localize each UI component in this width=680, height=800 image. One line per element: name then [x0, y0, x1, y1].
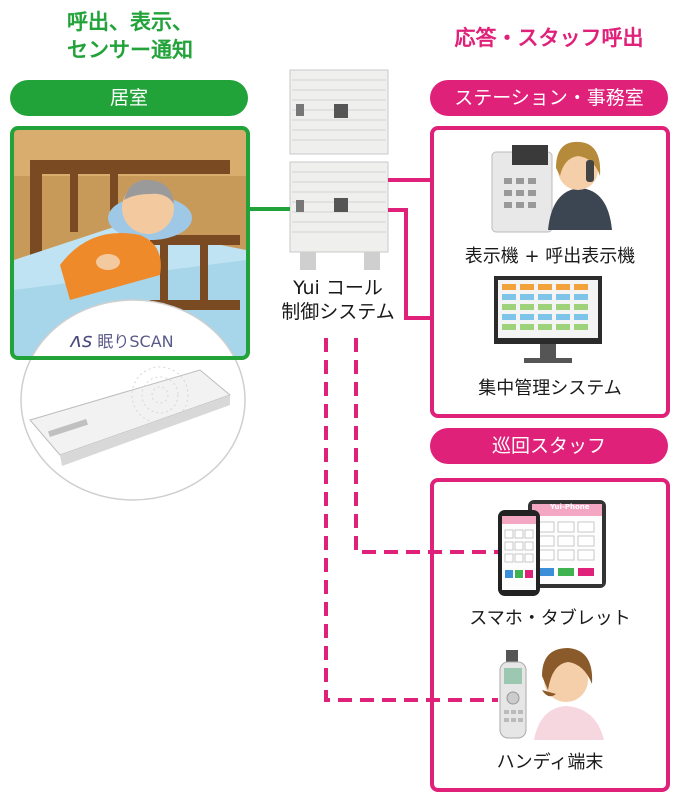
phone-operator-illustration — [491, 141, 612, 233]
station-item-display-unit: 表示機 + 呼出表示機 — [464, 246, 636, 267]
left-header-line2: センサー通知 — [67, 38, 193, 62]
left-header-line1: 呼出、表示、 — [67, 10, 193, 34]
station-item-central-management: 集中管理システム — [478, 378, 622, 399]
station-box — [430, 126, 670, 418]
patrol-item-handy-terminal: ハンディ端末 — [496, 752, 604, 773]
handy-terminal-staff-illustration — [499, 648, 604, 740]
monitor-illustration — [494, 276, 602, 363]
sleep-scan-logo: ʌs 眠りSCAN — [70, 328, 174, 352]
station-pill: ステーション・事務室 — [430, 80, 668, 116]
smartphone-tablet-illustration — [498, 500, 606, 596]
patrol-item-smartphone-tablet: スマホ・タブレット — [469, 608, 631, 629]
left-header: 呼出、表示、 センサー通知 — [40, 8, 220, 64]
controller-label-line2: 制御システム — [281, 301, 395, 323]
controller-to-smartphone-dashed-line — [354, 338, 498, 554]
control-cabinet-illustration — [289, 69, 389, 270]
tablet-title: Yui-Phone — [550, 503, 590, 511]
right-header: 応答・スタッフ呼出 — [454, 26, 644, 50]
controller-label-line1: Yui コール — [293, 277, 383, 299]
controller-label: Yui コール 制御システム — [268, 276, 408, 324]
sleep-scan-logo-text: 眠りSCAN — [97, 332, 174, 351]
sleep-scan-icon: ʌs — [70, 328, 93, 352]
controller-to-station-line-bottom — [388, 208, 432, 320]
controller-to-handy-dashed-line — [324, 338, 498, 702]
sleep-scan-sensor-illustration — [20, 299, 246, 501]
patrol-staff-pill: 巡回スタッフ — [430, 428, 668, 464]
patrol-staff-box — [430, 478, 670, 792]
room-pill: 居室 — [10, 80, 248, 116]
room-box — [10, 126, 250, 360]
